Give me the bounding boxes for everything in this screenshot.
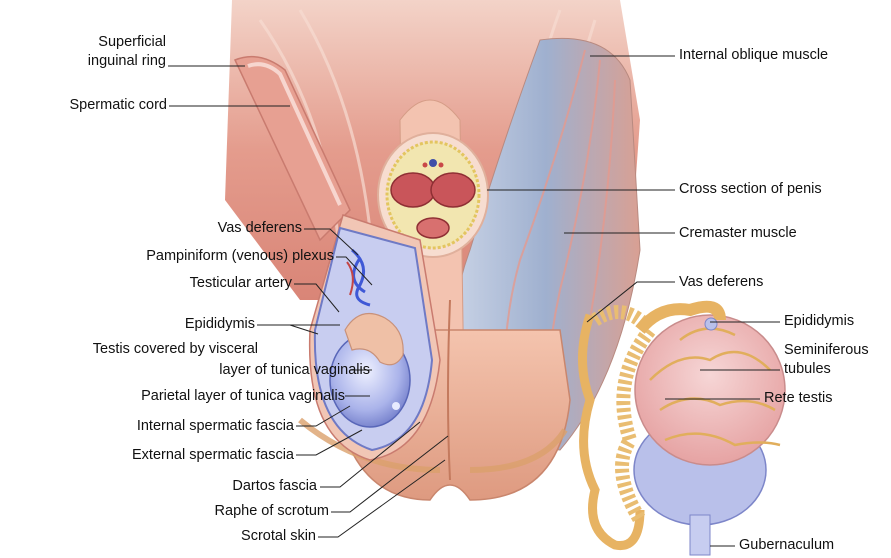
label-external-spermatic-fascia: External spermatic fascia [132,447,294,464]
label-cremaster-muscle: Cremaster muscle [679,225,797,242]
label-cross-section-of-penis: Cross section of penis [679,181,822,198]
label-superficial-inguinal-ring-line1: Superficial [98,34,166,51]
label-raphe-of-scrotum: Raphe of scrotum [215,503,329,520]
label-epididymis-left: Epididymis [185,316,255,333]
label-scrotal-skin: Scrotal skin [241,528,316,545]
label-parietal-layer: Parietal layer of tunica vaginalis [141,388,345,405]
label-internal-oblique-muscle: Internal oblique muscle [679,47,828,64]
label-vas-deferens-right: Vas deferens [679,274,763,291]
label-internal-spermatic-fascia: Internal spermatic fascia [137,418,294,435]
label-seminiferous-tubules-line2: tubules [784,361,831,378]
label-testicular-artery: Testicular artery [190,275,292,292]
label-testis-line2: layer of tunica vaginalis [219,362,370,379]
label-dartos-fascia: Dartos fascia [232,478,317,495]
label-pampiniform-plexus: Pampiniform (venous) plexus [146,248,334,265]
label-gubernaculum: Gubernaculum [739,537,834,554]
label-vas-deferens-left: Vas deferens [218,220,302,237]
label-seminiferous-tubules-line1: Seminiferous [784,342,869,359]
label-spermatic-cord: Spermatic cord [69,97,167,114]
label-epididymis-right: Epididymis [784,313,854,330]
label-testis-line1: Testis covered by visceral [93,341,258,358]
label-rete-testis: Rete testis [764,390,833,407]
label-superficial-inguinal-ring-line2: inguinal ring [88,53,166,70]
